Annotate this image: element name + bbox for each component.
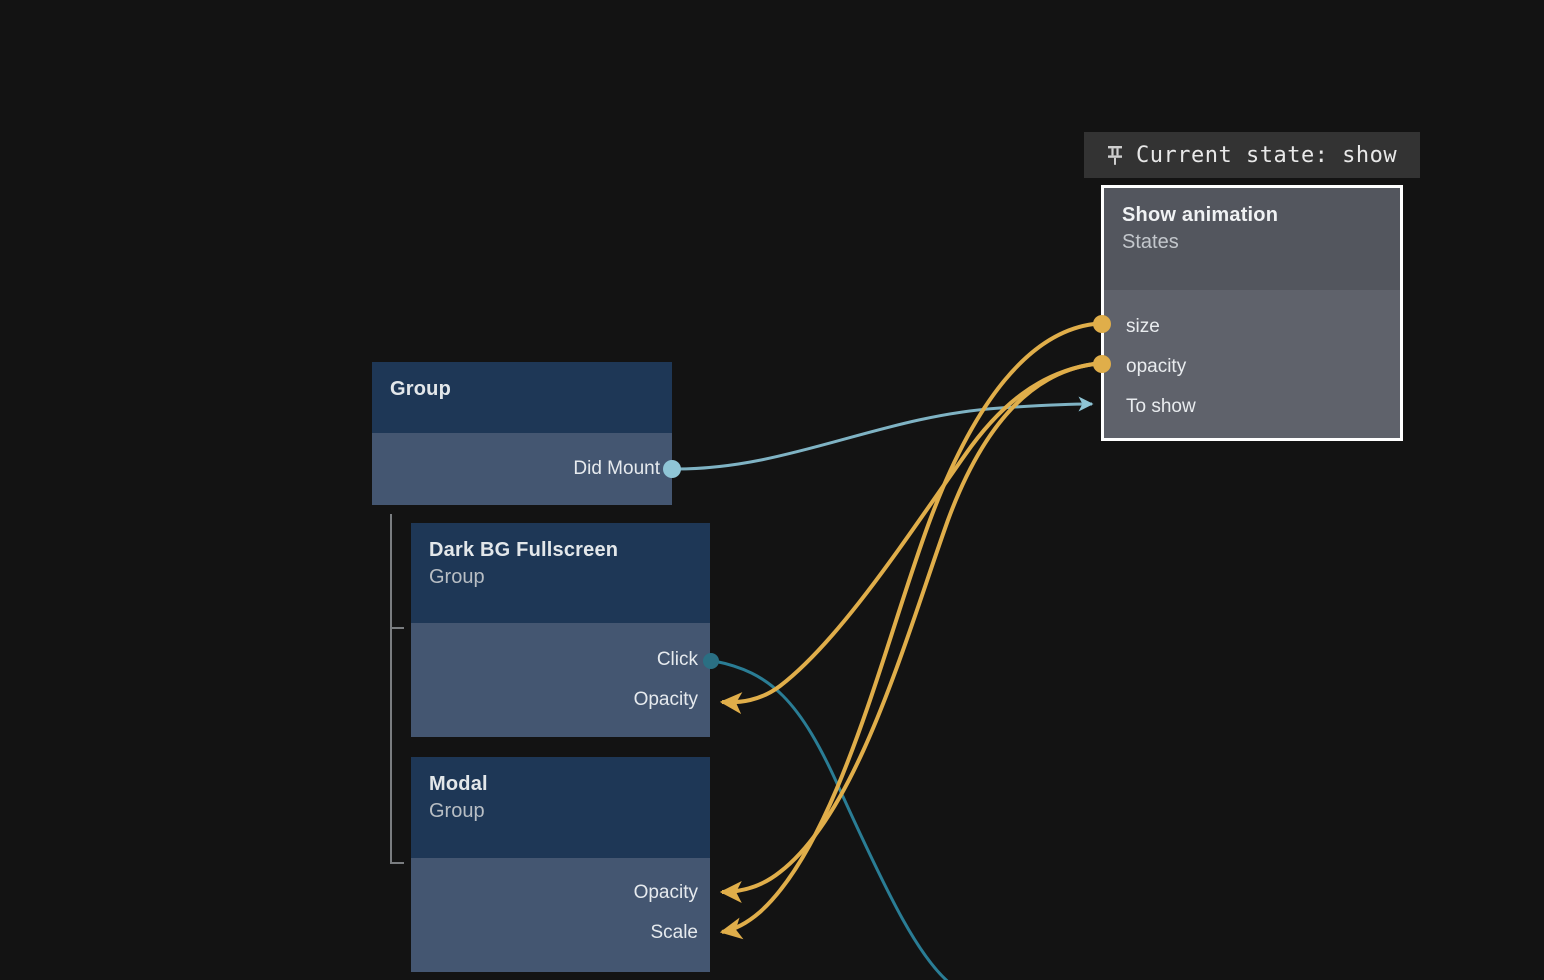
- port-row-click[interactable]: Click: [411, 649, 710, 671]
- node-group[interactable]: Group Did Mount: [372, 362, 672, 505]
- port-row-size[interactable]: size: [1104, 315, 1400, 339]
- port-row-opacity[interactable]: opacity: [1104, 355, 1400, 379]
- port-label-click: Click: [656, 649, 698, 670]
- port-label-size: size: [1126, 316, 1160, 337]
- port-dot-click[interactable]: [702, 652, 720, 670]
- node-modal-subtitle: Group: [429, 800, 485, 822]
- status-banner-text: Current state: show: [1136, 142, 1398, 168]
- node-show-animation-body: size opacity To show: [1104, 290, 1400, 438]
- wire-opacity-to-modal-opacity: [719, 362, 1095, 903]
- node-dark-bg-fullscreen-body: Click Opacity: [411, 623, 710, 737]
- node-dark-bg-fullscreen[interactable]: Dark BG Fullscreen Group Click Opacity: [411, 523, 710, 737]
- port-row-modal-scale[interactable]: Scale: [411, 922, 710, 944]
- wire-click-offscreen: [713, 659, 949, 980]
- port-label-to-show: To show: [1126, 396, 1196, 417]
- port-label-modal-scale: Scale: [650, 922, 698, 943]
- node-group-header[interactable]: Group: [372, 362, 672, 433]
- node-modal-title: Modal: [429, 773, 488, 795]
- port-row-to-show[interactable]: To show: [1104, 395, 1400, 419]
- node-show-animation[interactable]: Show animation States size opacity To sh…: [1101, 185, 1403, 441]
- node-modal-body: Opacity Scale: [411, 858, 710, 972]
- node-dark-bg-fullscreen-header[interactable]: Dark BG Fullscreen Group: [411, 523, 710, 623]
- node-show-animation-title: Show animation: [1122, 204, 1279, 226]
- port-label-opacity: opacity: [1126, 356, 1187, 377]
- port-row-dark-bg-opacity[interactable]: Opacity: [411, 689, 710, 711]
- node-group-title: Group: [390, 378, 451, 400]
- node-show-animation-subtitle: States: [1122, 231, 1179, 253]
- pin-icon: [1106, 144, 1124, 166]
- port-label-modal-opacity: Opacity: [633, 882, 698, 903]
- tree-line-vertical: [390, 514, 392, 864]
- port-row-modal-opacity[interactable]: Opacity: [411, 882, 710, 904]
- node-show-animation-header[interactable]: Show animation States: [1104, 188, 1400, 290]
- port-label-dark-bg-opacity: Opacity: [633, 689, 698, 710]
- port-label-did-mount: Did Mount: [573, 458, 660, 479]
- wire-size-to-modal-scale: [719, 322, 1095, 940]
- node-modal[interactable]: Modal Group Opacity Scale: [411, 757, 710, 972]
- node-modal-header[interactable]: Modal Group: [411, 757, 710, 858]
- port-row-did-mount[interactable]: Did Mount: [372, 458, 672, 480]
- node-dark-bg-fullscreen-title: Dark BG Fullscreen: [429, 539, 619, 561]
- port-dot-size[interactable]: [1092, 314, 1112, 334]
- node-dark-bg-fullscreen-subtitle: Group: [429, 566, 485, 588]
- port-dot-did-mount[interactable]: [662, 459, 682, 479]
- status-banner[interactable]: Current state: show: [1084, 132, 1420, 178]
- wire-did-mount-to-show: [675, 396, 1094, 471]
- port-dot-opacity[interactable]: [1092, 354, 1112, 374]
- wire-opacity-to-darkbg-opacity: [719, 362, 1095, 715]
- tree-line-branch-modal: [390, 862, 404, 864]
- tree-line-branch-dark-bg: [390, 627, 404, 629]
- node-group-body: Did Mount: [372, 433, 672, 505]
